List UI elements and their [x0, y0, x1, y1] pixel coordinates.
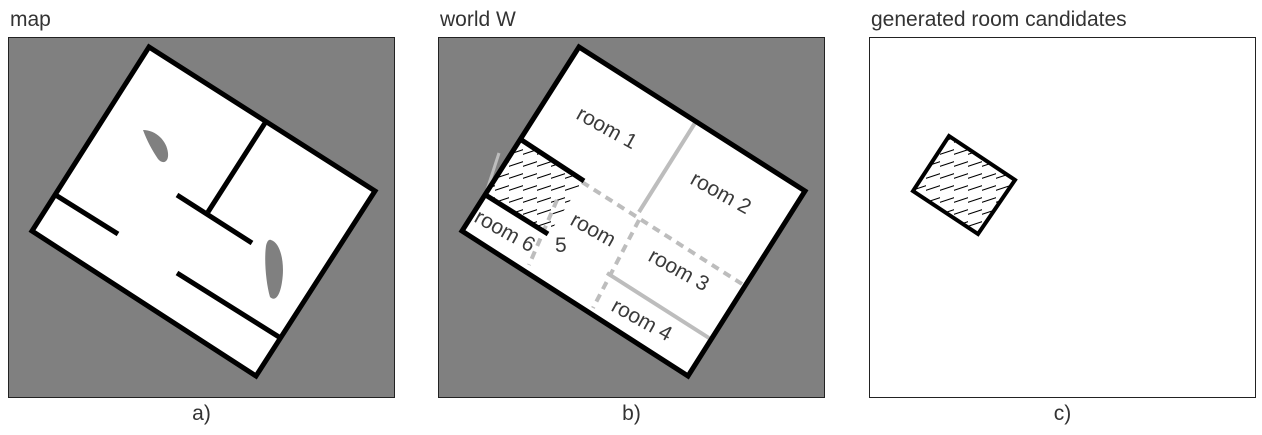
- panel-world: world W room 1 roo: [438, 0, 825, 435]
- virtual-boundary-dashed: [591, 219, 641, 309]
- panel-map: map a): [8, 0, 395, 435]
- hatched-region: [486, 139, 582, 234]
- outer-wall: [458, 43, 809, 380]
- panel-title: world W: [440, 8, 516, 31]
- wall: [518, 136, 586, 184]
- obstacle: [265, 239, 283, 299]
- wall: [205, 121, 268, 214]
- free-space: [462, 47, 805, 376]
- obstacle: [143, 130, 169, 163]
- panel-caption: a): [192, 402, 211, 425]
- candidates-frame: [869, 37, 1256, 398]
- panel-caption: b): [622, 402, 641, 425]
- wall: [175, 192, 254, 246]
- world-frame: room 1 room 2 room 3 room 4 room 5 room …: [438, 37, 825, 398]
- wall: [52, 191, 120, 237]
- map-frame: [8, 37, 395, 398]
- virtual-boundary-dashed: [580, 180, 744, 286]
- map-drawing: [9, 38, 394, 397]
- room-label-5b: 5: [555, 234, 567, 257]
- panel-title: map: [10, 8, 51, 31]
- virtual-boundary: [637, 121, 697, 214]
- virtual-boundary: [605, 271, 711, 340]
- candidates-background: [870, 38, 1255, 397]
- wall: [175, 270, 281, 340]
- panel-title: generated room candidates: [871, 8, 1127, 31]
- panel-candidates: generated room candidates c): [869, 0, 1256, 435]
- wall: [482, 191, 550, 237]
- candidates-drawing: [870, 38, 1255, 397]
- world-drawing: room 1 room 2 room 3 room 4 room 5 room …: [439, 38, 824, 397]
- panel-caption: c): [1053, 402, 1072, 425]
- room-candidate: [910, 133, 1018, 237]
